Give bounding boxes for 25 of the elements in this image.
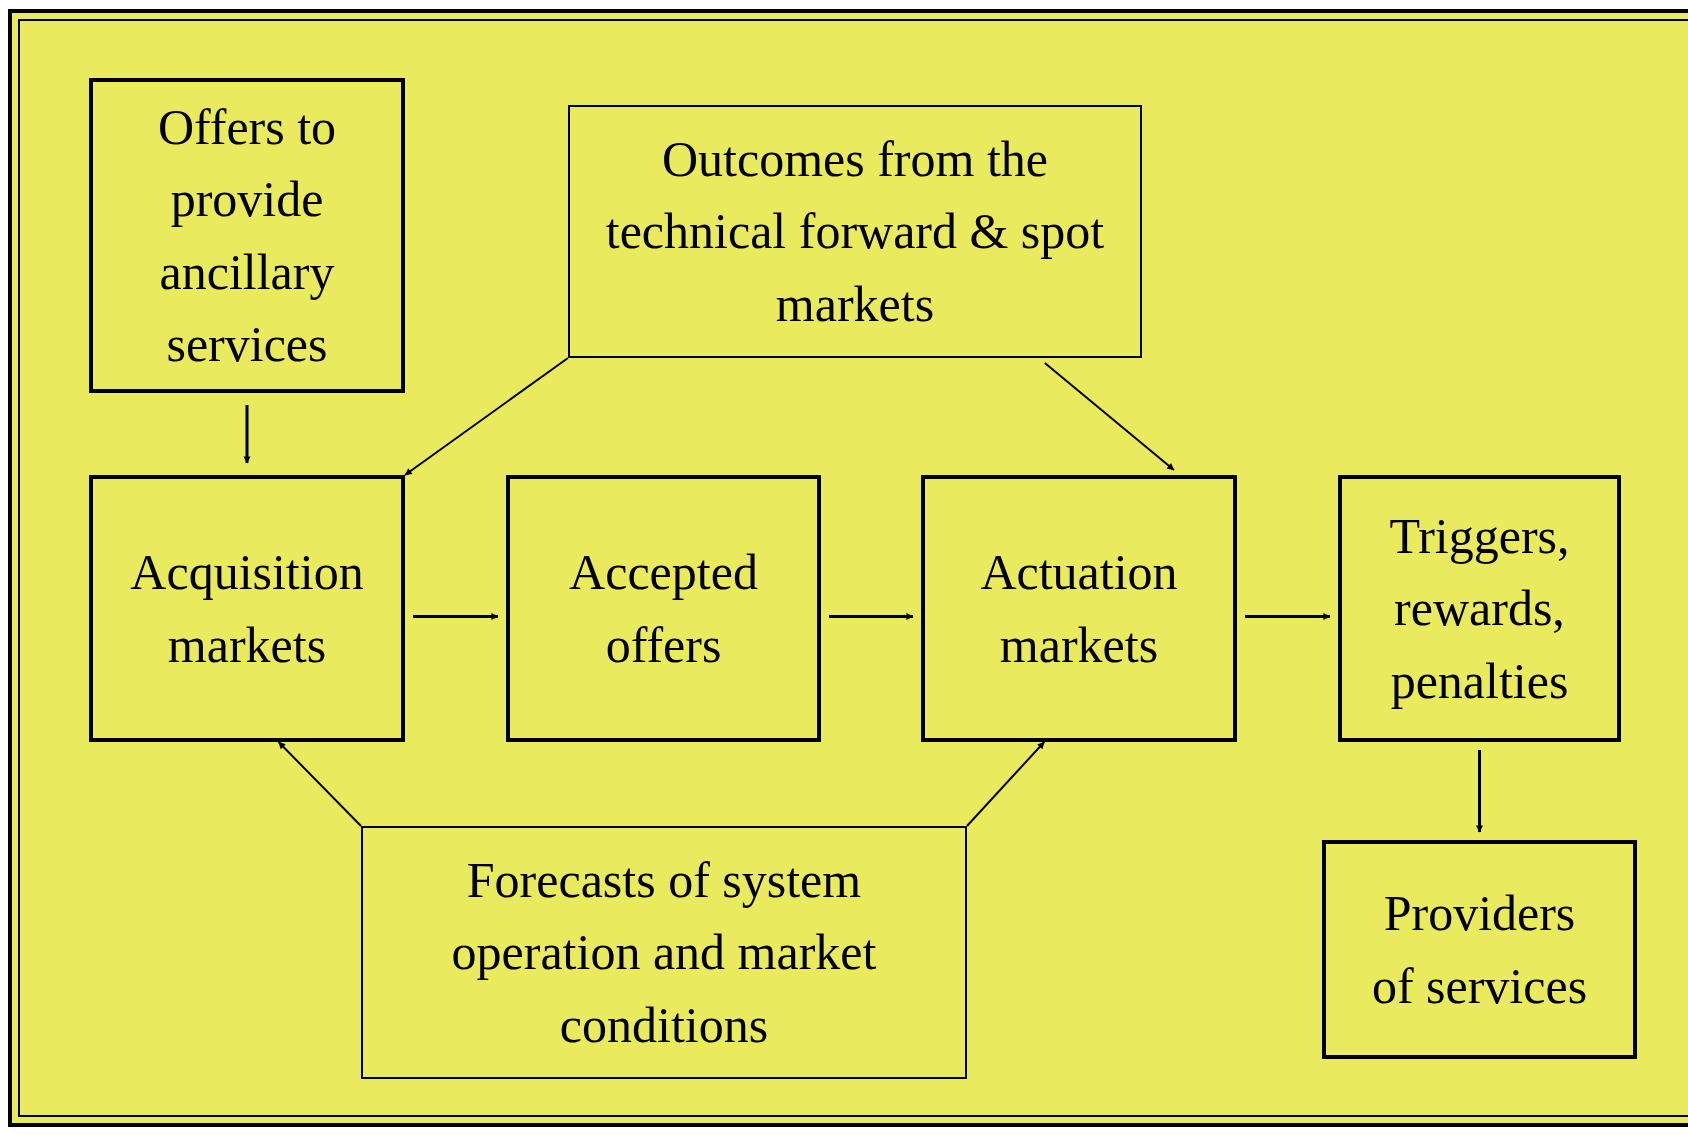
arrow <box>1043 362 1175 471</box>
arrow <box>413 613 499 621</box>
process-box <box>921 475 1237 742</box>
box-label: Acquisition markets <box>129 543 365 675</box>
box-label: Offers to provide ancillary services <box>156 97 338 374</box>
box-label: Accepted offers <box>568 543 759 675</box>
process-box <box>1322 840 1637 1059</box>
arrow <box>966 741 1046 827</box>
arrow <box>1476 750 1483 833</box>
process-box <box>1338 475 1621 742</box>
box-label: Outcomes from the technical forward & spot markets <box>604 129 1106 334</box>
arrow <box>829 613 914 621</box>
arrow <box>404 357 569 476</box>
process-box <box>89 78 405 393</box>
process-box <box>568 105 1142 358</box>
box-label: Forecasts of system operation and market conditions <box>450 850 878 1055</box>
arrow <box>1245 613 1331 621</box>
process-box <box>506 475 821 742</box>
process-box <box>361 826 967 1079</box>
arrow <box>243 405 251 464</box>
box-label: Providers of services <box>1370 884 1589 1016</box>
process-box <box>89 475 405 742</box>
box-label: Actuation markets <box>979 543 1179 675</box>
box-label: Triggers, rewards, penalties <box>1388 506 1571 711</box>
arrow <box>277 741 362 827</box>
